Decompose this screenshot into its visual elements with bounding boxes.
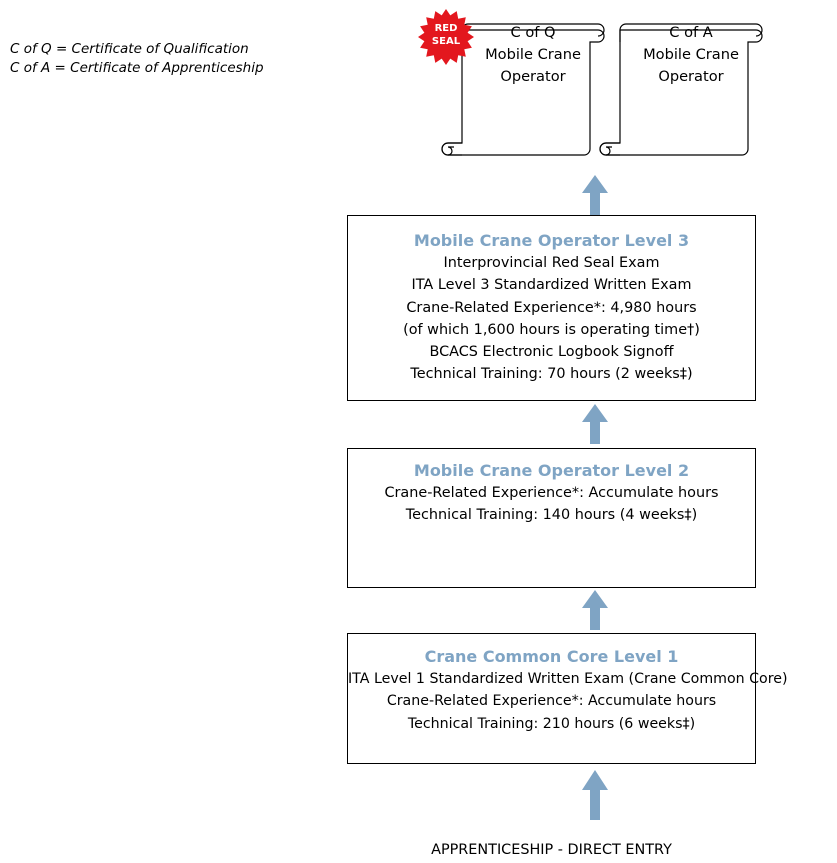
red-seal-line1: RED	[434, 23, 458, 34]
red-seal-icon	[418, 9, 474, 65]
level-3-requirement: Crane-Related Experience*: 4,980 hours	[406, 299, 697, 316]
certificate-role: Operator	[500, 68, 566, 85]
legend: C of Q = Certificate of Qualification C …	[10, 40, 264, 78]
entry-label: APPRENTICESHIP - DIRECT ENTRY	[431, 842, 672, 858]
level-3-title: Mobile Crane Operator Level 3	[413, 231, 690, 250]
legend-cofa: C of A = Certificate of Apprenticeship	[10, 60, 264, 76]
up-arrow-icon	[582, 404, 608, 444]
red-seal-line2: SEAL	[431, 36, 461, 47]
certificate-role: Operator	[658, 68, 724, 85]
scroll-shape-icon	[441, 23, 605, 156]
level-3-requirement: Technical Training: 70 hours (2 weeks‡)	[410, 366, 693, 383]
level-1-box: Crane Common Core Level 1 ITA Level 1 St…	[347, 633, 788, 764]
legend-cofq: C of Q = Certificate of Qualification	[10, 41, 249, 57]
certificate-cofq: C of Q Mobile Crane Operator	[440, 18, 610, 163]
level-1-title: Crane Common Core Level 1	[424, 647, 679, 666]
certificate-title: C of A	[669, 24, 713, 41]
red-seal-text: RED SEAL	[417, 22, 475, 48]
level-3-requirement: BCACS Electronic Logbook Signoff	[429, 344, 674, 361]
up-arrow-icon	[582, 770, 608, 820]
level-3-box: Mobile Crane Operator Level 3 Interprovi…	[347, 215, 756, 401]
up-arrow-icon	[582, 590, 608, 630]
level-2-title: Mobile Crane Operator Level 2	[413, 461, 690, 480]
certificate-cofa-text: C of A Mobile Crane Operator	[606, 22, 776, 88]
level-1-requirement: ITA Level 1 Standardized Written Exam (C…	[348, 671, 788, 687]
scroll-shape-icon	[599, 23, 763, 156]
level-2-requirement: Crane-Related Experience*: Accumulate ho…	[384, 485, 719, 501]
certificate-trade: Mobile Crane	[485, 46, 581, 63]
level-2-requirement: Technical Training: 140 hours (4 weeks‡)	[405, 507, 698, 524]
certificate-title: C of Q	[510, 24, 556, 41]
level-3-requirement: ITA Level 3 Standardized Written Exam	[411, 277, 692, 294]
certificate-cofa: C of A Mobile Crane Operator	[598, 18, 768, 163]
certificate-cofq-text: C of Q Mobile Crane Operator	[448, 22, 618, 88]
red-seal-badge: RED SEAL	[417, 8, 475, 66]
level-1-requirement: Technical Training: 210 hours (6 weeks‡)	[407, 715, 696, 732]
level-3-requirement: (of which 1,600 hours is operating time†…	[403, 321, 700, 338]
up-arrow-icon	[582, 175, 608, 215]
certificate-trade: Mobile Crane	[643, 46, 739, 63]
level-2-box: Mobile Crane Operator Level 2 Crane-Rela…	[347, 448, 756, 588]
level-3-requirement: Interprovincial Red Seal Exam	[443, 255, 660, 271]
level-1-requirement: Crane-Related Experience*: Accumulate ho…	[386, 693, 717, 710]
